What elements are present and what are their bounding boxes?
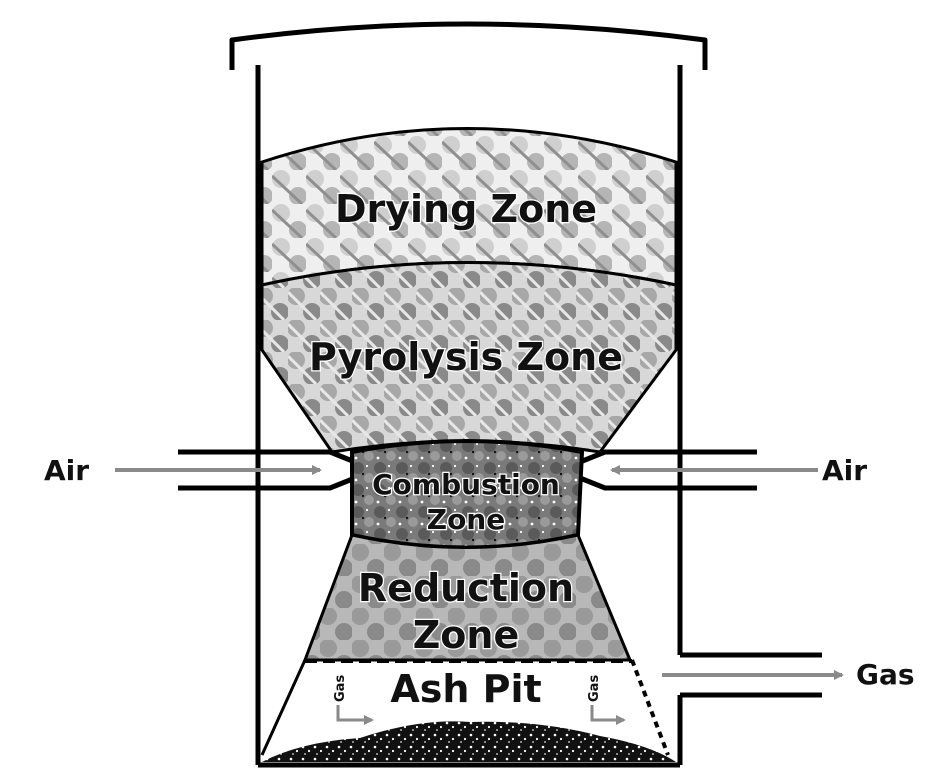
gas-flow-arrow-left bbox=[336, 705, 374, 725]
ash-heap bbox=[262, 721, 676, 762]
air-inlet-right bbox=[579, 449, 757, 491]
combustion-zone-label-line1: Combustion bbox=[372, 468, 560, 501]
drying-zone-label: Drying Zone bbox=[335, 187, 597, 231]
ash-pit-label: Ash Pit bbox=[390, 667, 541, 711]
gas-outlet-label: Gas bbox=[856, 658, 915, 691]
gas-small-label-left: Gas bbox=[333, 675, 348, 702]
reduction-zone-label-line1: Reduction bbox=[358, 566, 574, 610]
gas-small-label-right: Gas bbox=[587, 675, 602, 702]
reduction-zone bbox=[302, 533, 633, 662]
reactor-lid bbox=[229, 21, 708, 70]
air-inlet-left bbox=[178, 449, 356, 491]
gas-outlet-pipe bbox=[680, 652, 822, 698]
ash-pit-side-left bbox=[260, 659, 307, 756]
ash-pit-side-right bbox=[630, 659, 670, 756]
air-label-right: Air bbox=[822, 454, 867, 487]
combustion-zone-label-line2: Zone bbox=[427, 503, 505, 536]
air-label-left: Air bbox=[44, 454, 89, 487]
reduction-zone-label-line2: Zone bbox=[413, 613, 520, 657]
gas-flow-arrow-right bbox=[590, 705, 626, 725]
pyrolysis-zone-label: Pyrolysis Zone bbox=[309, 335, 623, 379]
